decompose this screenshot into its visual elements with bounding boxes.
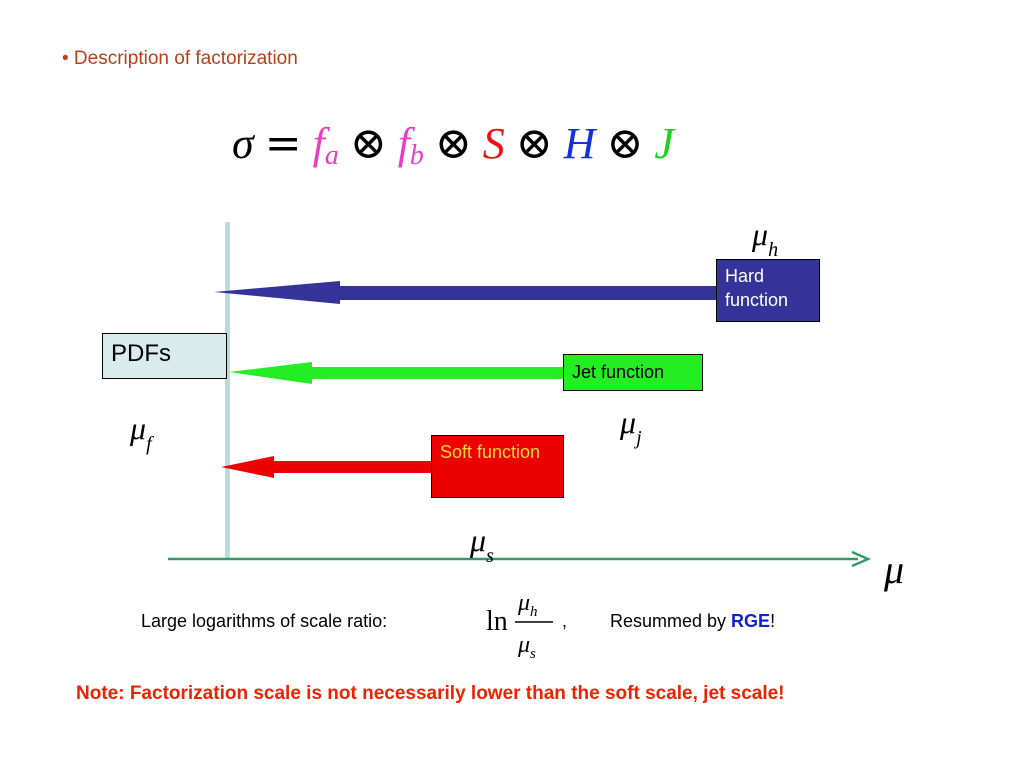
mu-h-label: μh xyxy=(752,216,778,260)
subscript-h: h xyxy=(768,239,779,262)
soft-function-box: Soft function xyxy=(431,435,564,498)
sigma-symbol: σ xyxy=(232,119,254,168)
soft-arrow xyxy=(221,456,432,478)
comma: , xyxy=(562,611,568,631)
section-bullet: • Description of factorization xyxy=(62,48,298,69)
hard-function-box: Hard function xyxy=(716,259,820,322)
equals-sign: = xyxy=(264,118,302,169)
convolution-symbol: ⊗ xyxy=(606,118,644,169)
mu-f-label: μf xyxy=(130,410,152,454)
subscript-a: a xyxy=(324,140,339,171)
subscript-s: s xyxy=(530,645,536,662)
subscript-b: b xyxy=(409,140,424,171)
mu-symbol: μ xyxy=(518,590,531,616)
fraction-numerator: μh xyxy=(518,590,538,621)
factorization-formula: σ = fa ⊗ fb ⊗ S ⊗ H ⊗ J xyxy=(232,119,674,171)
f-symbol: f xyxy=(397,119,410,168)
pdfs-box: PDFs xyxy=(102,333,227,379)
mu-s-label: μs xyxy=(470,522,494,566)
mu-symbol: μ xyxy=(518,632,531,658)
convolution-symbol: ⊗ xyxy=(434,118,472,169)
note-text: Note: Factorization scale is not necessa… xyxy=(76,683,785,704)
soft-symbol: S xyxy=(482,119,505,168)
large-logs-text: Large logarithms of scale ratio: xyxy=(141,611,388,631)
ln-symbol: ln xyxy=(486,606,508,637)
rge-label: RGE xyxy=(731,611,771,631)
exclamation: ! xyxy=(770,611,776,631)
fraction-denominator: μs xyxy=(518,632,536,663)
mu-symbol: μ xyxy=(470,522,487,558)
mu-j-label: μj xyxy=(620,404,642,448)
f-symbol: f xyxy=(312,119,325,168)
subscript-f: f xyxy=(146,433,152,456)
pdf-a: fa xyxy=(312,119,339,171)
hard-symbol: H xyxy=(563,119,596,168)
jet-arrow xyxy=(229,362,564,384)
jet-symbol: J xyxy=(654,119,674,168)
factorization-scale-line xyxy=(225,222,230,560)
subscript-s: s xyxy=(486,545,494,568)
convolution-symbol: ⊗ xyxy=(515,118,553,169)
jet-function-box: Jet function xyxy=(563,354,703,391)
resummed-text: Resummed by RGE! xyxy=(610,611,775,632)
mu-axis-label: μ xyxy=(884,547,905,592)
resummed-label: Resummed by xyxy=(610,611,732,631)
mu-symbol: μ xyxy=(620,404,637,440)
subscript-j: j xyxy=(636,427,642,450)
subscript-h: h xyxy=(530,603,538,620)
pdf-b: fb xyxy=(397,119,424,171)
hard-arrow xyxy=(214,281,717,304)
mu-symbol: μ xyxy=(752,216,769,252)
mu-axis-arrowhead xyxy=(851,550,872,568)
mu-symbol: μ xyxy=(130,410,147,446)
convolution-symbol: ⊗ xyxy=(349,118,387,169)
